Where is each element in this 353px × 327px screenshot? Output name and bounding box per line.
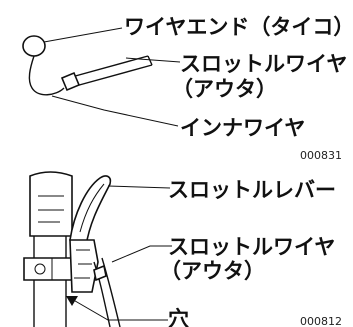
label-throttle-lever: スロットルレバー [168,178,336,202]
cable-outer [67,55,149,79]
inner-wire [28,55,65,96]
label-inner-wire: インナワイヤ [180,116,305,140]
cable-fitting [60,71,81,92]
lever-clamp [23,257,79,281]
top-leader-lines [43,27,181,127]
leader-wire-end [43,27,123,43]
leader-outer-bottom [111,245,172,263]
label-outer-bottom: （アウタ） [160,259,265,283]
label-hole: 穴 [168,307,189,327]
leader-lever [107,185,171,189]
leader-outer [125,57,181,63]
label-throttle-wire-bottom: スロットルワイヤ [168,235,335,259]
figure-code-bottom: 000812 [300,315,342,327]
bottom-lever-illustration [23,171,121,327]
arrow-head-hole [66,296,78,306]
wire-end-ball [22,35,46,57]
figure-code-top: 000831 [300,149,342,162]
leader-inner [51,95,179,127]
bottom-leader-lines [66,185,172,321]
top-cable-illustration [22,35,153,96]
throttle-lever [69,175,112,248]
label-throttle-wire-top: スロットルワイヤ [180,52,347,76]
handlebar-grip [29,171,73,237]
label-outer-top: （アウタ） [172,77,277,101]
leader-hole [69,297,168,321]
label-wire-end: ワイヤエンド（タイコ） [124,15,353,39]
lever-body [69,239,99,293]
